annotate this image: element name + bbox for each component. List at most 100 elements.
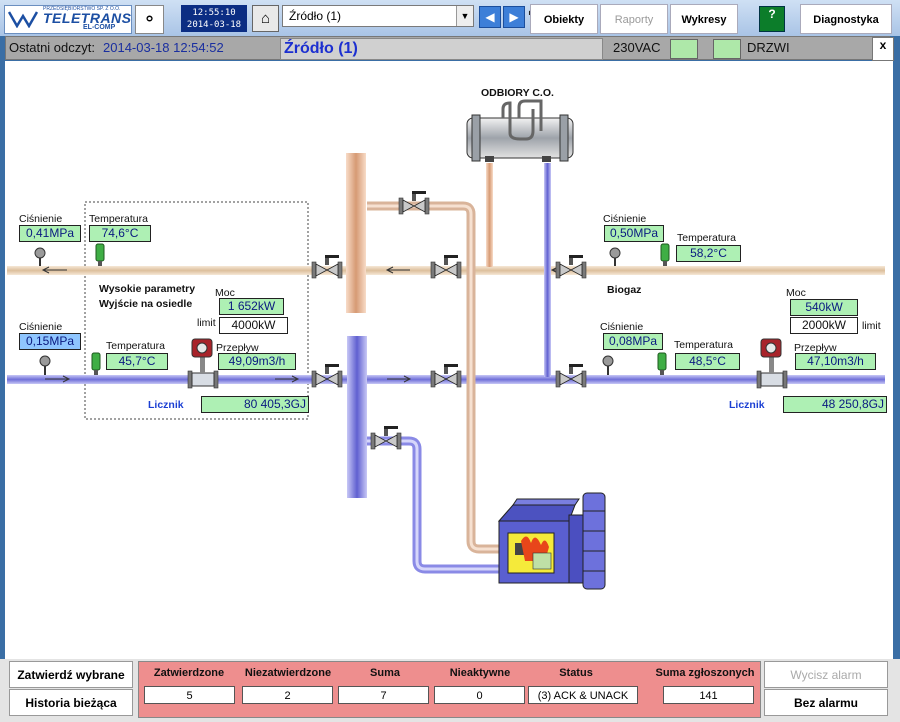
alarm-value-unconfirmed: 2 [242, 686, 333, 704]
acknowledge-horn-button[interactable]: ⚬ [135, 5, 164, 34]
company-logo: PRZEDSIĘBIORSTWO SP. Z O.O. TELETRANS EL… [4, 5, 132, 34]
no-alarm-button[interactable]: Bez alarmu [764, 689, 888, 716]
next-object-button[interactable]: ▶ [503, 6, 525, 28]
flow-meter-icon [187, 338, 219, 389]
return-main-pipe [7, 375, 885, 384]
last-reading-time: 2014-03-18 12:54:52 [103, 40, 224, 55]
right-return-pressure-label: Ciśnienie [600, 321, 643, 333]
right-supply-temperature-label: Temperatura [677, 232, 736, 244]
logo-small-text: PRZEDSIĘBIORSTWO SP. Z O.O. [43, 6, 121, 12]
logo-main-text: TELETRANS [43, 10, 132, 26]
menu-objects[interactable]: Obiekty [530, 4, 598, 34]
biogas-label: Biogaz [607, 284, 641, 296]
source-select-value: Źródło (1) [289, 9, 342, 23]
boiler [497, 492, 606, 590]
alarm-summary-panel: Zatwierdzone Niezatwierdzone Suma Nieakt… [138, 661, 761, 718]
receivers-return-pipe [544, 163, 551, 377]
left-flow-value: 49,09m3/h [218, 353, 296, 370]
door-label: DRZWI [747, 40, 790, 55]
left-meter-label: Licznik [148, 399, 184, 411]
right-flow-label: Przepływ [794, 342, 837, 354]
right-supply-pressure-label: Ciśnienie [603, 213, 646, 225]
current-history-button[interactable]: Historia bieżąca [9, 689, 133, 716]
left-supply-pressure-label: Ciśnienie [19, 213, 62, 225]
alarm-header-sum: Suma [370, 667, 400, 679]
left-supply-temperature-label: Temperatura [89, 213, 148, 225]
flow-meter-icon [756, 338, 788, 389]
left-return-pressure-label: Ciśnienie [19, 321, 62, 333]
arrow-left-icon: ◀ [485, 10, 495, 24]
alarm-value-inactive: 0 [434, 686, 525, 704]
right-power-label: Moc [786, 287, 806, 299]
alarm-header-unconfirmed: Niezatwierdzone [244, 667, 332, 679]
alarm-value-confirmed: 5 [144, 686, 235, 704]
left-supply-temperature-value: 74,6°C [89, 225, 151, 242]
status-bar: Ostatni odczyt: 2014-03-18 12:54:52 Źród… [5, 36, 894, 61]
left-return-temperature-value: 45,7°C [106, 353, 168, 370]
alarm-value-reported: 141 [663, 686, 754, 704]
supply-main-pipe [7, 266, 885, 275]
pressure-gauge-icon [609, 247, 621, 266]
menu-charts[interactable]: Wykresy [670, 4, 738, 34]
right-supply-temperature-value: 58,2°C [676, 245, 741, 262]
temperature-sensor-icon [95, 243, 105, 266]
collector-return-pipe [347, 336, 367, 498]
clock-date: 2014-03-18 [186, 20, 242, 30]
toolbar: PRZEDSIĘBIORSTWO SP. Z O.O. TELETRANS EL… [0, 0, 900, 36]
temperature-sensor-icon [657, 352, 667, 375]
params-line1: Wysokie parametry [99, 283, 195, 295]
right-supply-pressure-value: 0,50MPa [604, 225, 664, 242]
left-limit-label: limit [197, 317, 216, 329]
alarm-value-sum: 7 [338, 686, 429, 704]
right-flow-value: 47,10m3/h [795, 353, 876, 370]
temperature-sensor-icon [91, 352, 101, 375]
left-flow-label: Przepływ [216, 342, 259, 354]
door-indicator [713, 39, 741, 59]
alarm-bar: Zatwierdź wybrane Historia bieżąca Zatwi… [0, 659, 900, 722]
pressure-gauge-icon [602, 355, 614, 375]
alarm-value-status: (3) ACK & UNACK [528, 686, 638, 704]
chevron-down-icon: ▼ [456, 6, 473, 26]
clock-time: 12:55:10 [192, 8, 236, 18]
alarm-header-inactive: Nieaktywne [449, 667, 511, 679]
right-meter-value: 48 250,8GJ [783, 396, 887, 413]
teletrans-logo-icon [8, 11, 38, 28]
arrow-right-icon: ▶ [509, 10, 519, 24]
temperature-sensor-icon [660, 243, 670, 266]
home-icon: ⌂ [260, 10, 271, 27]
silence-alarm-button[interactable]: Wycisz alarm [764, 661, 888, 688]
last-reading-label: Ostatni odczyt: [9, 40, 95, 55]
menu-diagnostics[interactable]: Diagnostyka [800, 4, 892, 34]
power-indicator [670, 39, 698, 59]
clock: 12:55:10 2014-03-18 [181, 5, 247, 32]
power-label: 230VAC [613, 40, 661, 55]
home-button[interactable]: ⌂ [252, 5, 279, 32]
receivers-title: ODBIORY C.O. [481, 87, 554, 99]
receivers-heat-exchanger [466, 99, 574, 162]
source-select[interactable]: Źródło (1) ▼ [282, 5, 474, 27]
receivers-supply-pipe [486, 163, 493, 267]
alarm-header-status: Status [559, 667, 593, 679]
pressure-gauge-icon [39, 355, 51, 375]
right-return-temperature-value: 48,5°C [675, 353, 740, 370]
pressure-gauge-icon [34, 247, 46, 266]
left-power-label: Moc [215, 287, 235, 299]
right-return-temperature-label: Temperatura [674, 339, 733, 351]
left-supply-pressure-value: 0,41MPa [19, 225, 81, 242]
alarm-header-reported: Suma zgłoszonych [655, 667, 755, 679]
close-button[interactable]: x [872, 37, 894, 61]
help-button[interactable]: ? [759, 6, 785, 32]
menu-reports[interactable]: Raporty [600, 4, 668, 34]
horn-icon: ⚬ [141, 9, 158, 29]
heating-scheme-diagram: ODBIORY C.O. [7, 87, 885, 590]
right-power-value: 540kW [790, 299, 858, 316]
previous-object-button[interactable]: ◀ [479, 6, 501, 28]
params-line2: Wyjście na osiedle [99, 298, 192, 310]
right-limit-label: limit [862, 320, 881, 332]
collector-supply-pipe [346, 153, 366, 313]
confirm-selected-button[interactable]: Zatwierdź wybrane [9, 661, 133, 688]
right-meter-label: Licznik [729, 399, 765, 411]
right-limit-value: 2000kW [790, 317, 858, 334]
right-return-pressure-value: 0,08MPa [603, 333, 663, 350]
page-title: Źródło (1) [280, 38, 603, 60]
